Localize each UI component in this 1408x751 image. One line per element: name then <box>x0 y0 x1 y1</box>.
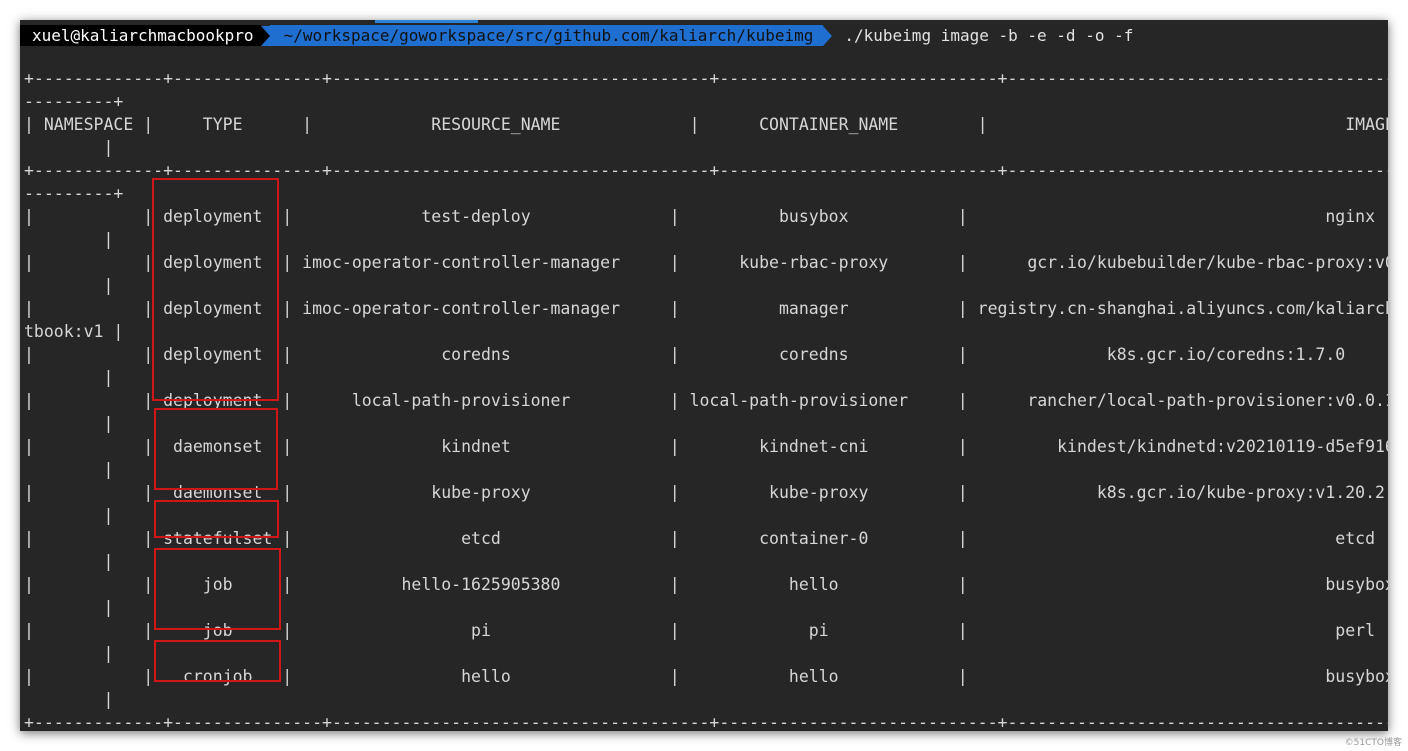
prompt-user-host: xuel@kaliarchmacbookpro <box>20 25 261 46</box>
table-row: | | statefulset | etcd | container-0 | e… <box>24 529 1376 548</box>
terminal-window[interactable]: xuel@kaliarchmacbookpro ~/workspace/gowo… <box>20 20 1388 731</box>
shell-prompt: xuel@kaliarchmacbookpro ~/workspace/gowo… <box>20 25 1133 46</box>
table-header: | NAMESPACE | TYPE | RESOURCE_NAME | CON… <box>24 115 1388 134</box>
table-header-wrap: | <box>24 138 114 157</box>
table-row-wrap: | <box>24 552 114 571</box>
watermark: ©51CTO博客 <box>1344 738 1402 748</box>
table-row: | | job | pi | pi | perl <box>24 621 1376 640</box>
table-border-mid: +-------------+---------------+---------… <box>24 161 1388 180</box>
table-row-wrap: | <box>24 276 114 295</box>
table-border-top: +-------------+---------------+---------… <box>24 69 1388 88</box>
table-row-wrap: | <box>24 644 114 663</box>
table-row-wrap: | <box>24 230 114 249</box>
table-row-wrap: | <box>24 414 114 433</box>
table-border-bottom: +-------------+---------------+---------… <box>24 713 1388 731</box>
table-row-wrap: | <box>24 368 114 387</box>
prompt-cwd: ~/workspace/goworkspace/src/github.com/k… <box>269 25 824 46</box>
table-row-wrap: | <box>24 506 114 525</box>
table-row: | | deployment | test-deploy | busybox |… <box>24 207 1376 226</box>
table-row-wrap: | <box>24 460 114 479</box>
table-row: | | daemonset | kube-proxy | kube-proxy … <box>24 483 1385 502</box>
table-row: | | deployment | local-path-provisioner … <box>24 391 1388 410</box>
prompt-end-icon <box>823 25 833 46</box>
table-row-wrap: | <box>24 690 114 709</box>
prompt-separator-icon <box>260 25 270 46</box>
table-row: | | daemonset | kindnet | kindnet-cni | … <box>24 437 1388 456</box>
prompt-command: ./kubeimg image -b -e -d -o -f <box>844 26 1134 45</box>
table-border-mid-wrap: ---------+ <box>24 184 124 203</box>
terminal-output[interactable]: xuel@kaliarchmacbookpro ~/workspace/gowo… <box>20 20 1388 731</box>
table-border-top-wrap: ---------+ <box>24 92 124 111</box>
table-row: | | job | hello-1625905380 | hello | bus… <box>24 575 1388 594</box>
table-row-wrap: | <box>24 598 114 617</box>
table-row-wrap: tbook:v1 | <box>24 322 124 341</box>
table-row: | | cronjob | hello | hello | busybox <box>24 667 1388 686</box>
table-row: | | deployment | imoc-operator-controlle… <box>24 299 1388 318</box>
table-row: | | deployment | imoc-operator-controlle… <box>24 253 1388 272</box>
active-tab-indicator <box>375 20 478 23</box>
table-row: | | deployment | coredns | coredns | k8s… <box>24 345 1346 364</box>
